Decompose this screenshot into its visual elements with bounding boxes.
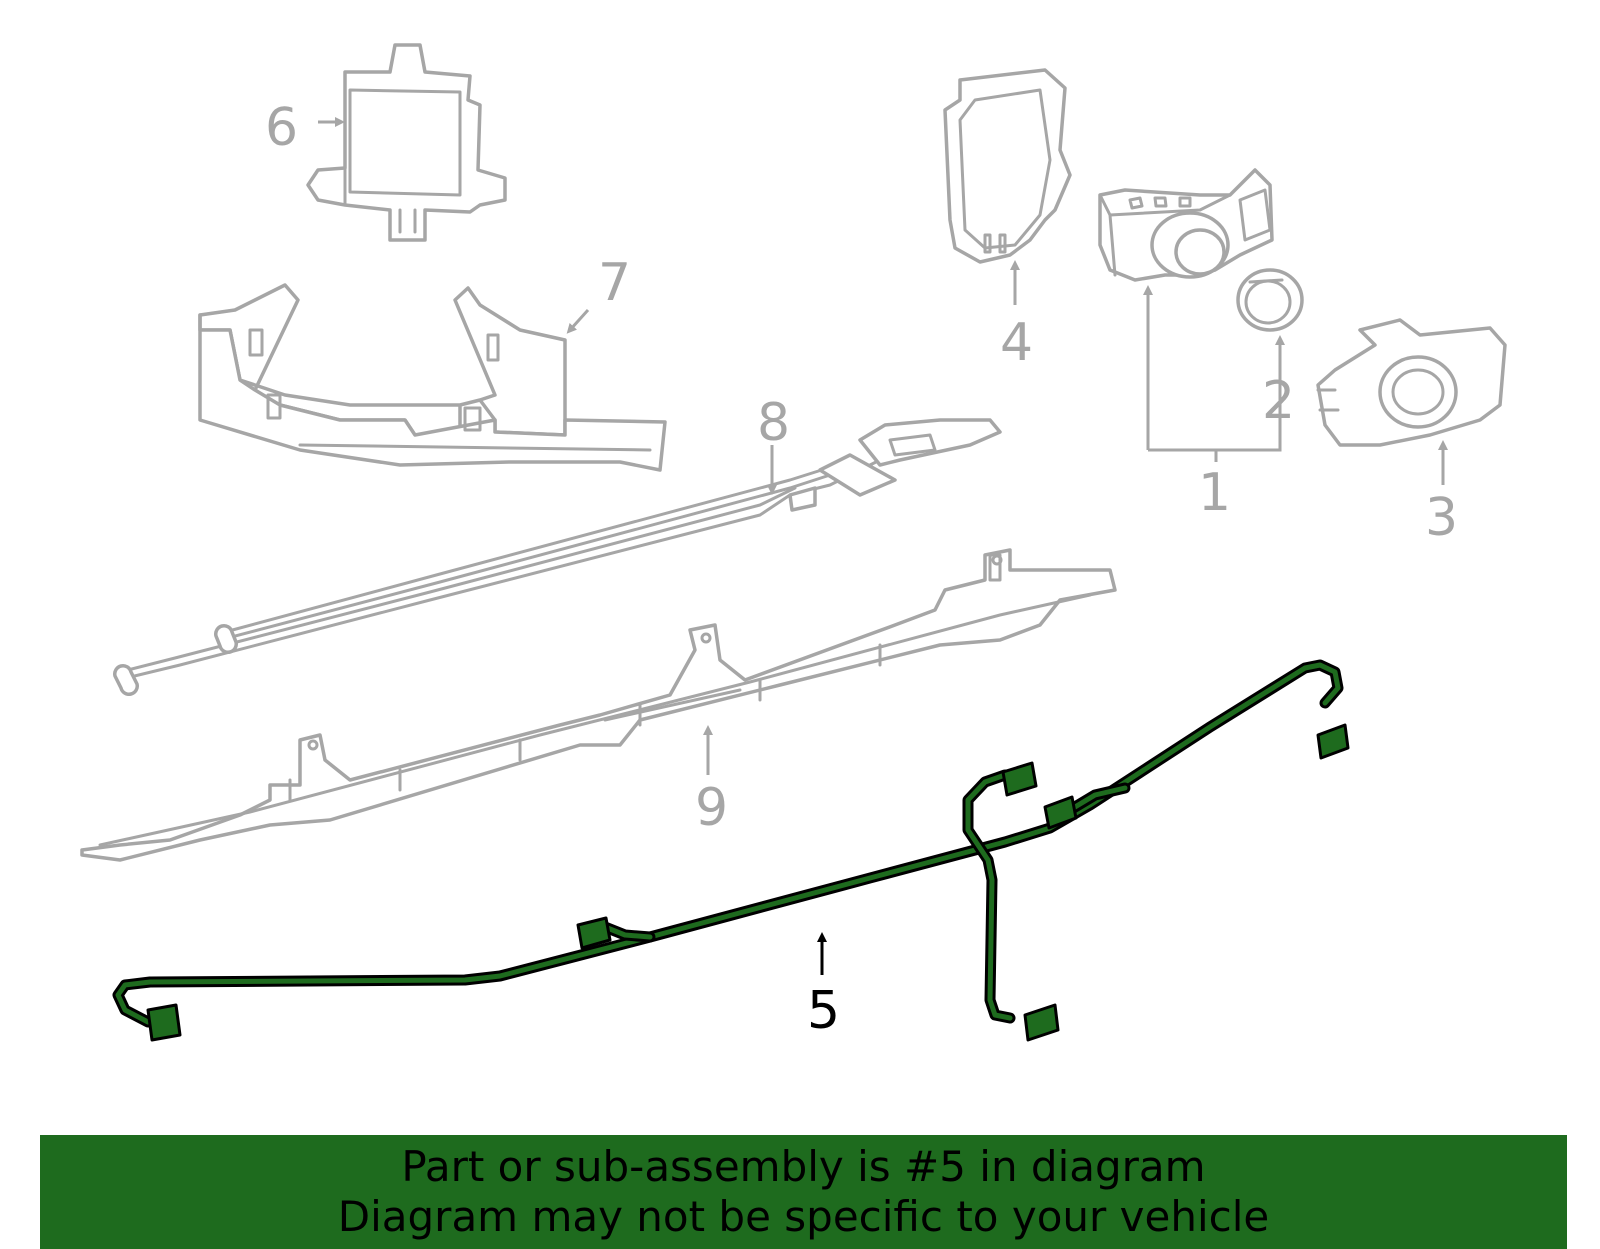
part-5-harness xyxy=(112,659,1350,1042)
callout-9: 9 xyxy=(695,778,728,838)
callout-1: 1 xyxy=(1198,463,1231,523)
part-8-cable xyxy=(113,418,1002,696)
callout-3: 3 xyxy=(1425,488,1458,548)
callout-5: 5 xyxy=(807,981,840,1041)
part-2-ring xyxy=(1236,268,1304,332)
part-7-bracket xyxy=(198,283,667,472)
callout-7: 7 xyxy=(598,253,631,313)
callout-6: 6 xyxy=(265,98,298,158)
leader-lines xyxy=(318,117,1448,975)
banner-line-2: Diagram may not be specific to your vehi… xyxy=(337,1192,1270,1241)
part-4-bezel xyxy=(943,68,1072,264)
part-3-retainer xyxy=(1316,318,1507,447)
callout-4: 4 xyxy=(1000,313,1033,373)
part-6-module xyxy=(306,43,507,242)
part-9-bracket xyxy=(80,548,1117,862)
callout-labels: 6 7 8 9 4 2 1 3 5 xyxy=(265,98,1458,1041)
parts-diagram: 6 7 8 9 4 2 1 3 5 xyxy=(80,43,1507,1042)
disclaimer-banner: Part or sub-assembly is #5 in diagram Di… xyxy=(40,1135,1567,1249)
callout-8: 8 xyxy=(757,393,790,453)
part-1-sensor xyxy=(1098,168,1274,282)
banner-line-1: Part or sub-assembly is #5 in diagram xyxy=(401,1142,1206,1191)
callout-2: 2 xyxy=(1262,371,1295,431)
